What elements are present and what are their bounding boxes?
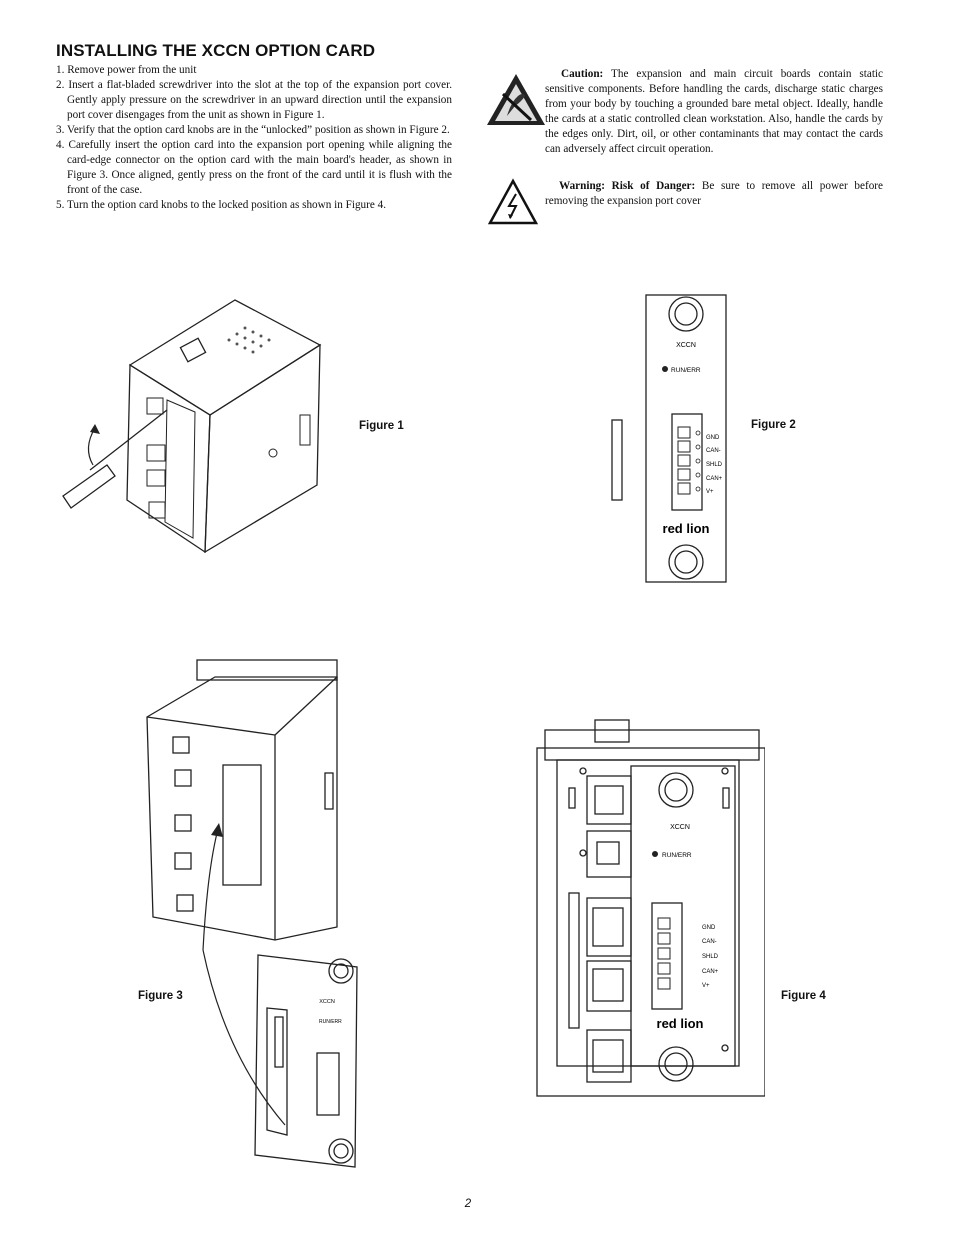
figure-2-card: XCCN RUN/ERR GND CAN- SHLD CAN+ V+ red l… [611, 294, 727, 583]
figure-3-label: Figure 3 [138, 990, 183, 1002]
warning-lead: Warning: Risk of Danger: [559, 180, 696, 192]
page-title: INSTALLING THE XCCN OPTION CARD [56, 41, 376, 60]
caution-notice: Caution: The expansion and main circuit … [545, 67, 883, 157]
figure-1-label: Figure 1 [359, 420, 404, 432]
figure-2-pin: CAN+ [706, 476, 723, 482]
caution-text: The expansion and main circuit boards co… [545, 68, 883, 155]
warning-notice: Warning: Risk of Danger: Be sure to remo… [545, 179, 883, 209]
caution-lead: Caution: [561, 68, 604, 80]
figure-2-model: XCCN [676, 342, 696, 349]
figure-2-pin: CAN- [706, 448, 721, 454]
step-2: 2. Insert a flat-bladed screwdriver into… [56, 79, 452, 121]
instruction-steps: 1. Remove power from the unit 2. Insert … [56, 63, 452, 213]
figure-4-pin: CAN- [702, 939, 717, 945]
figure-3-drawing: XCCN RUN/ERR [146, 659, 358, 1168]
step-4: 4. Carefully insert the option card into… [56, 139, 452, 196]
figure-4-label: Figure 4 [781, 990, 826, 1002]
figure-4-model: XCCN [670, 824, 690, 831]
figure-4-pin: CAN+ [702, 969, 719, 975]
step-5: 5. Turn the option card knobs to the loc… [56, 199, 387, 211]
electrical-hazard-icon [487, 178, 539, 225]
warning-text: Be sure to remove all power before remov… [545, 180, 883, 207]
esd-warning-icon [487, 74, 545, 125]
figure-2-led-label: RUN/ERR [671, 367, 701, 374]
figure-2-label: Figure 2 [751, 419, 796, 431]
figure-4-pin: GND [702, 925, 716, 931]
figure-4-drawing: XCCN RUN/ERR GND CAN- SHLD CAN+ V+ red l… [536, 719, 765, 1097]
figure-4-brand-logo: red lion [657, 1016, 704, 1031]
figure-4-pin: V+ [702, 983, 710, 989]
figure-2-brand-logo: red lion [663, 521, 710, 536]
figure-2-pin: GND [706, 435, 720, 441]
figure-3-model: XCCN [319, 999, 335, 1005]
figure-4-led-label: RUN/ERR [662, 852, 692, 859]
figure-1-drawing [62, 299, 322, 554]
figure-3-led-label: RUN/ERR [319, 1019, 342, 1025]
step-3: 3. Verify that the option card knobs are… [56, 124, 450, 136]
page-number: 2 [464, 1198, 472, 1210]
figure-4-pin: SHLD [702, 954, 719, 960]
figure-2-pin: V+ [706, 489, 714, 495]
step-1: 1. Remove power from the unit [56, 64, 197, 76]
figure-2-pin: SHLD [706, 462, 723, 468]
